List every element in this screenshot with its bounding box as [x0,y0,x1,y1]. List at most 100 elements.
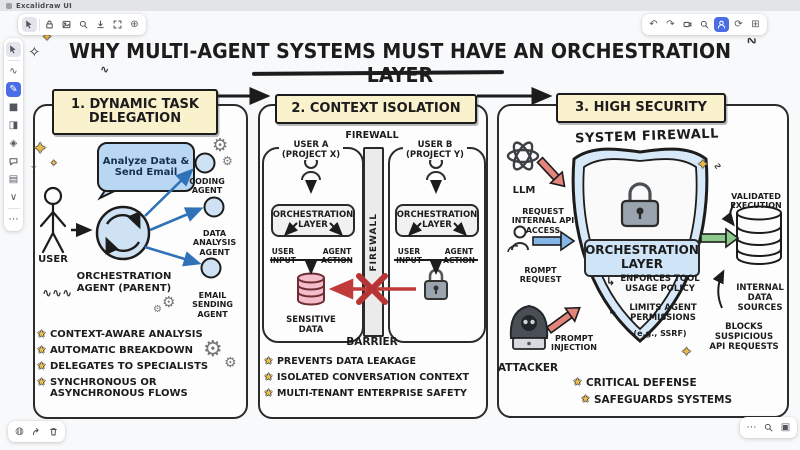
squiggle-decoration[interactable]: ∿∿∿ [42,286,73,300]
agent-action-label-a[interactable]: AGENT ACTION [321,247,353,265]
llm-label[interactable]: LLM [512,185,536,196]
user-input-label-b[interactable]: USER INPUT [396,247,422,265]
sparkle-decoration[interactable]: ✦ [50,159,58,169]
share-button[interactable] [29,424,44,439]
record-button[interactable] [680,17,695,32]
fullscreen-tool[interactable] [110,17,125,32]
data-analysis-agent-label[interactable]: DATA ANALYSIS AGENT [192,229,237,257]
star-icon: ★ [37,329,46,340]
policy-ssrf-label[interactable]: (e.g., SSRF) [633,329,687,338]
user-b-subpanel[interactable] [388,147,486,343]
squiggle-decoration[interactable]: ∿ [100,63,110,76]
policy-permissions-label[interactable]: LIMITS AGENT PERMISSIONS [629,303,697,324]
eraser-tool[interactable]: ◨ [8,119,19,131]
diagram-title[interactable]: WHY MULTI-AGENT SYSTEMS MUST HAVE AN ORC… [68,39,732,87]
comment-tool[interactable] [6,154,21,169]
orchestration-layer-box-a[interactable]: ORCHESTRATION LAYER [271,204,355,237]
laser-pointer-tool[interactable]: ⊕ [130,18,139,30]
toolbar-top-left: ⊕ [18,14,146,35]
lasso-tool[interactable]: ∿ [9,65,18,77]
user-b-title[interactable]: USER B (PROJECT Y) [403,140,467,161]
toolbar-left-rail: ∿ ✎ ■ ◨ ◈ ▤ ∨ ⋯ [4,38,23,231]
bullet-item[interactable]: ★ISOLATED CONVERSATION CONTEXT [264,372,469,383]
header-context-isolation[interactable]: 2. CONTEXT ISOLATION [275,94,477,124]
gear-icon[interactable]: ⚙ [224,355,237,371]
bullet-item[interactable]: ★MULTI-TENANT ENTERPRISE SAFETY [264,388,467,399]
redo-button[interactable]: ↷ [666,18,675,30]
select-tool[interactable] [22,17,37,32]
toolbar-top-right: ↶ ↷ ⟳ ⊞ [642,14,767,35]
draw-tool[interactable]: ✎ [6,82,21,97]
more-options-button[interactable]: ⋯ [746,421,757,433]
prompt-request-label[interactable]: ROMPT REQUEST [519,266,562,285]
delete-button[interactable] [46,424,61,439]
sparkle-decoration[interactable]: ✦ [33,139,48,159]
star-icon: ★ [581,394,590,405]
speech-bubble[interactable]: Analyze Data & Send Email [97,142,195,192]
star-icon: ★ [264,356,273,367]
sensitive-data-label[interactable]: SENSITIVE DATA [286,315,336,336]
internal-data-sources-label[interactable]: INTERNAL DATA SOURCES [736,283,784,314]
shapes-tool[interactable]: ◈ [9,137,18,149]
attacker-label[interactable]: ATTACKER [497,362,559,374]
agent-action-label-b[interactable]: AGENT ACTION [443,247,475,265]
firewall-bar[interactable]: FIREWALL [363,147,384,337]
canvas[interactable]: WHY MULTI-AGENT SYSTEMS MUST HAVE AN ORC… [0,11,800,450]
barrier-label[interactable]: BARRIER [346,336,398,348]
user-label[interactable]: USER [38,254,68,265]
sparkle-decoration[interactable]: ✦ [42,30,53,44]
sync-button[interactable]: ⟳ [734,18,743,30]
star-icon: ★ [37,345,46,356]
orchestration-agent-label[interactable]: ORCHESTRATION AGENT (PARENT) [76,271,172,294]
frames-tool[interactable]: ▤ [8,173,19,185]
frame-button[interactable]: ▣ [780,421,791,433]
zoom-in-tool[interactable] [76,17,91,32]
user-a-subpanel[interactable] [262,147,364,343]
coding-agent-label[interactable]: CODING AGENT [189,177,225,196]
bullet-item[interactable]: ★SAFEGUARDS SYSTEMS [581,394,733,406]
insert-image-tool[interactable] [59,17,74,32]
rectangle-tool[interactable]: ■ [8,101,19,113]
header-dynamic-task-delegation[interactable]: 1. DYNAMIC TASK DELEGATION [52,89,218,135]
user-input-label-a[interactable]: USER INPUT [270,247,296,265]
policy-tool-usage-label[interactable]: ENFORCES TOOL USAGE POLICY [620,274,700,295]
gear-icon[interactable]: ⚙ [153,304,162,315]
firewall-top-label[interactable]: FIREWALL [345,130,399,141]
bullet-item[interactable]: ★AUTOMATIC BREAKDOWN [37,345,193,356]
user-a-title[interactable]: USER A (PROJECT X) [279,140,343,161]
request-api-label[interactable]: REQUEST INTERNAL API ACCESS [511,207,575,235]
header-high-security[interactable]: 3. HIGH SECURITY [556,93,726,123]
select-tool-rail[interactable] [6,42,21,57]
gear-icon[interactable]: ⚙ [222,154,233,168]
undo-button[interactable]: ↶ [649,18,658,30]
orchestration-layer-box-b[interactable]: ORCHESTRATION LAYER [395,204,479,237]
orchestration-layer-box-security[interactable]: ORCHESTRATION LAYER [584,239,700,277]
zoom-find-button[interactable] [761,420,776,435]
gear-icon[interactable]: ⚙ [212,135,229,156]
blocks-suspicious-label[interactable]: BLOCKS SUSPICIOUS API REQUESTS [709,322,779,353]
prompt-injection-label[interactable]: PROMPT INJECTION [551,334,597,353]
more-tools-button[interactable]: ⋯ [8,213,19,225]
bullet-item[interactable]: ★SYNCHRONOUS OR ASYNCHRONOUS FLOWS [37,377,188,399]
bullet-item[interactable]: ★PREVENTS DATA LEAKAGE [264,356,416,367]
bullet-item[interactable]: ★CONTEXT-AWARE ANALYSIS [37,329,203,340]
library-button[interactable]: ⊞ [751,18,760,30]
star-icon: ★ [37,361,46,372]
gear-icon[interactable]: ⚙ [162,293,176,311]
validated-execution-label[interactable]: VALIDATED EXECUTION [730,192,782,211]
gear-icon[interactable]: ⚙ [203,337,223,362]
sparkle-decoration[interactable]: ✧ [28,43,41,61]
email-sending-agent-label[interactable]: EMAIL SENDING AGENT [192,291,233,319]
sparkle-decoration[interactable]: ✦ [697,157,709,173]
bullet-item[interactable]: ★DELEGATES TO SPECIALISTS [37,361,209,372]
star-icon: ★ [264,372,273,383]
publish-button[interactable]: ◍ [15,425,24,437]
lock-tool[interactable] [42,17,57,32]
export-image-tool[interactable] [93,17,108,32]
bullet-item[interactable]: ★CRITICAL DEFENSE [573,377,697,389]
collaborate-button[interactable] [714,17,729,32]
find-button[interactable] [697,17,712,32]
sparkle-decoration[interactable]: ✧ [30,163,38,173]
sparkle-decoration[interactable]: ✦ [681,345,692,360]
collapse-rail-button[interactable]: ∨ [9,191,18,203]
